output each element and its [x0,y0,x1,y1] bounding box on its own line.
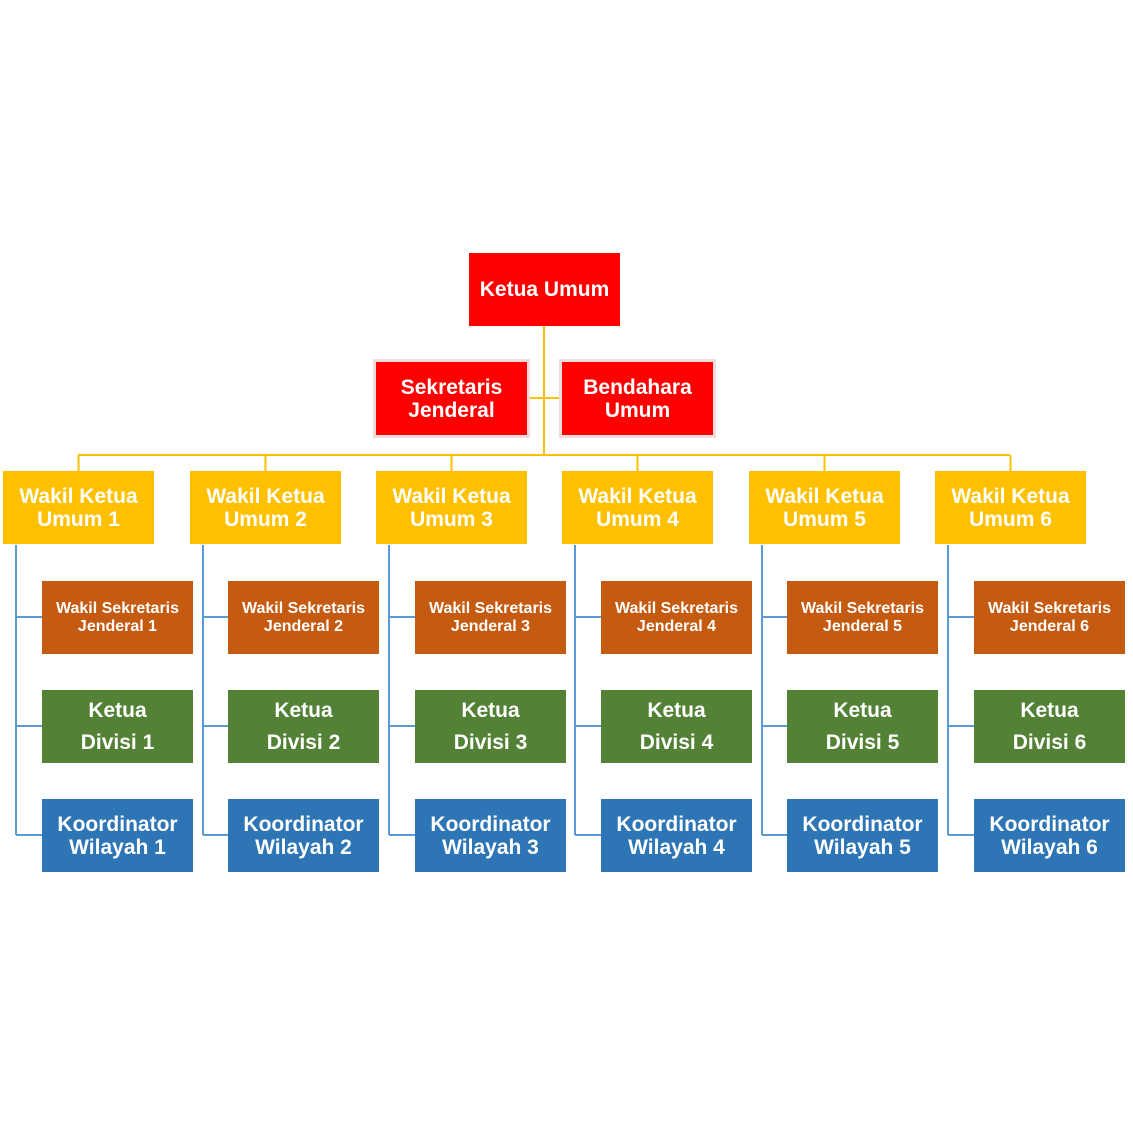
node-label-line1: Wakil Ketua [951,484,1070,508]
node-label-line1: Ketua [647,698,706,722]
node-label-line1: Koordinator [430,812,551,836]
node-label: Ketua Umum [479,277,610,301]
node-label-line2: Divisi 3 [453,730,528,754]
node-label-line1: Koordinator [802,812,923,836]
node-label-line1: Koordinator [57,812,178,836]
node-label-line2: Divisi 5 [825,730,900,754]
node-label-line1: Ketua [274,698,333,722]
node-label-line1: Wakil Sekretaris [55,599,180,617]
node-label-line2: Wilayah 5 [814,835,911,859]
node-bendahara-umum: Bendahara Umum [559,359,716,438]
node-label-line2: Umum 3 [410,507,493,531]
node-label-line2: Umum 6 [969,507,1052,531]
node-label-line2: Jenderal 3 [450,617,531,635]
node-label-line2: Umum 5 [783,507,866,531]
node-label-line2: Divisi 6 [1012,730,1087,754]
node-label-line1: Ketua [461,698,520,722]
node-label-line2: Umum [604,398,671,422]
node-label-line1: Wakil Ketua [392,484,511,508]
node-label-line1: Koordinator [243,812,364,836]
node-ketua-umum: Ketua Umum [469,253,620,326]
node-label-line1: Wakil Sekretaris [428,599,553,617]
node-label-line1: Wakil Sekretaris [800,599,925,617]
node-label-line2: Wilayah 4 [628,835,725,859]
node-label-line2: Umum 1 [37,507,120,531]
node-label-line2: Umum 2 [224,507,307,531]
node-label-line1: Bendahara [583,375,692,399]
node-label-line2: Jenderal 4 [636,617,717,635]
node-label-line1: Wakil Ketua [206,484,325,508]
node-sekretaris-jenderal: Sekretaris Jenderal [373,359,530,438]
node-label-line1: Koordinator [989,812,1110,836]
node-label-line2: Wilayah 2 [255,835,352,859]
node-label-line2: Divisi 4 [639,730,714,754]
node-label-line2: Jenderal 5 [822,617,903,635]
node-label-line2: Divisi 1 [80,730,155,754]
node-label-line1: Sekretaris [400,375,503,399]
node-label-line1: Ketua [1020,698,1079,722]
node-label-line1: Wakil Sekretaris [241,599,366,617]
node-label-line2: Jenderal 6 [1009,617,1090,635]
node-label-line2: Jenderal 2 [263,617,344,635]
node-label-line2: Wilayah 3 [442,835,539,859]
node-label-line2: Wilayah 1 [69,835,166,859]
node-label-line1: Wakil Ketua [578,484,697,508]
node-label-line2: Jenderal [408,398,495,422]
node-label-line1: Wakil Sekretaris [614,599,739,617]
node-label-line1: Ketua [833,698,892,722]
node-label-line2: Jenderal 1 [77,617,158,635]
node-label-line1: Wakil Ketua [19,484,138,508]
node-label-line1: Wakil Sekretaris [987,599,1112,617]
node-label-line1: Koordinator [616,812,737,836]
node-label-line1: Ketua [88,698,147,722]
node-label-line2: Divisi 2 [266,730,341,754]
node-label-line2: Umum 4 [596,507,679,531]
node-label-line1: Wakil Ketua [765,484,884,508]
node-label-line2: Wilayah 6 [1001,835,1098,859]
